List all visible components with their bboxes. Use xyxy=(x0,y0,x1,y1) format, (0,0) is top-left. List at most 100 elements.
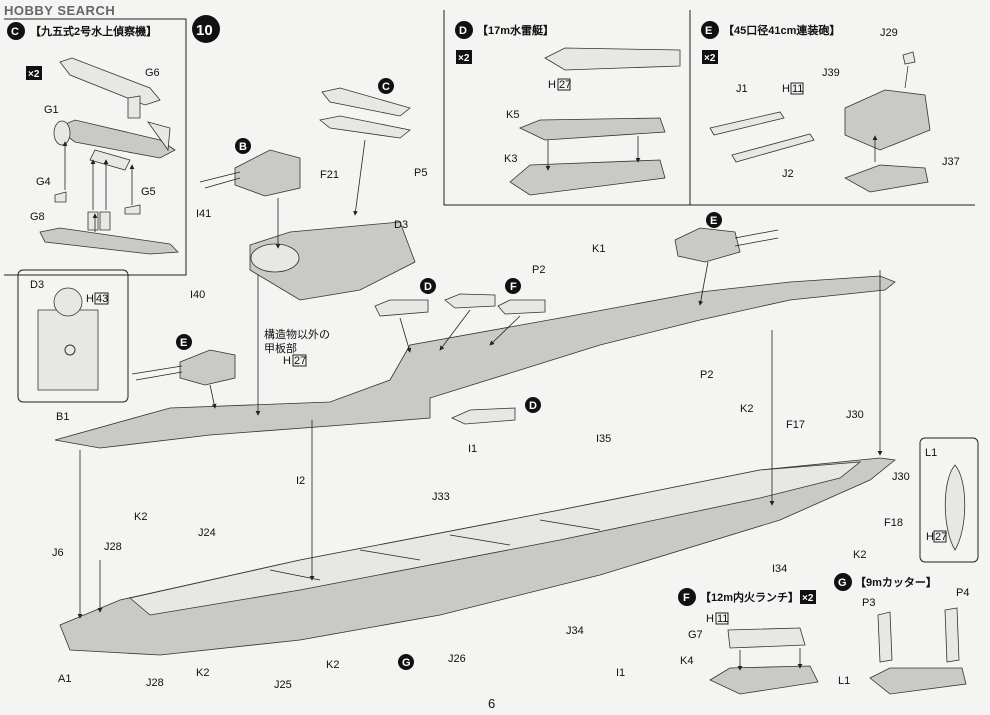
l1-boat-part xyxy=(944,464,966,551)
label-H: H xyxy=(548,79,556,91)
part-label: B xyxy=(239,141,247,153)
part-label: A1 xyxy=(58,673,71,685)
part-label: H xyxy=(86,293,94,305)
inset-l1: L1 H 27 xyxy=(919,437,979,563)
label-K4: K4 xyxy=(680,655,693,667)
inset-d-qty: ×2 xyxy=(458,53,470,64)
part-label: D3 xyxy=(394,219,408,231)
label-J29: J29 xyxy=(880,27,898,39)
biplane-C-part xyxy=(321,87,411,117)
part-label: F21 xyxy=(320,169,339,181)
part-label: E xyxy=(710,215,717,227)
inset-e-letter: E xyxy=(705,25,712,37)
fuselage-part xyxy=(55,119,176,159)
upper-wing-part xyxy=(59,57,161,106)
inset-f-title: 【12m内火ランチ】 xyxy=(700,590,799,604)
label-J37: J37 xyxy=(942,156,960,168)
inset-d3-title: D3 xyxy=(30,279,44,291)
part-label: J30 xyxy=(846,409,864,421)
part-label: K2 xyxy=(740,403,753,415)
label-G8: G8 xyxy=(30,211,45,223)
barrel-J1-part xyxy=(709,111,785,136)
p3-part xyxy=(877,611,893,663)
part-label: P5 xyxy=(414,167,427,179)
label-J39: J39 xyxy=(822,67,840,79)
part-label: K2 xyxy=(134,511,147,523)
part-label: J6 xyxy=(52,547,64,559)
inset-e-title: 【45口径41cm連装砲】 xyxy=(723,23,840,37)
part-label: P2 xyxy=(532,264,545,276)
hull-assembly xyxy=(59,330,896,656)
inset-e-turret: E 【45口径41cm連装砲】 ×2 J29 J39 J1 H 11 J2 J3… xyxy=(689,10,975,206)
label-J2: J2 xyxy=(782,168,794,180)
part-label: 27 xyxy=(294,355,306,367)
part-label: F xyxy=(510,281,517,293)
cutter-hull-part xyxy=(869,667,967,695)
part-label: H xyxy=(283,355,291,367)
inset-c-qty: ×2 xyxy=(28,69,40,80)
page-number: 6 xyxy=(488,696,496,711)
part-label: J26 xyxy=(448,653,466,665)
label-G7: G7 xyxy=(688,629,703,641)
label-J1: J1 xyxy=(736,83,748,95)
boat-D2-part xyxy=(451,407,516,425)
part-label: 11 xyxy=(717,613,728,625)
label-G1: G1 xyxy=(44,104,59,116)
boat-F1-part xyxy=(497,299,546,315)
deck-part xyxy=(544,47,681,71)
part-label: I1 xyxy=(616,667,625,679)
hull-top-part xyxy=(519,117,666,141)
upper-deck-part xyxy=(54,275,896,449)
part-label: J28 xyxy=(146,677,164,689)
turret-E-left-part xyxy=(179,349,236,386)
part-label: K2 xyxy=(196,667,209,679)
part-label: 27 xyxy=(559,79,571,91)
part-label: J30 xyxy=(892,471,910,483)
main-part-labels: B C E E D D F G F21 P5 I41 D3 I40 K1 P2 … xyxy=(52,78,910,691)
part-label: I2 xyxy=(296,475,305,487)
p4-part xyxy=(944,607,960,663)
step-number-badge xyxy=(192,15,220,43)
label-P3: P3 xyxy=(862,597,875,609)
part-label: J24 xyxy=(198,527,216,539)
inset-f-launch: F 【12m内火ランチ】 ×2 H 11 G7 K4 xyxy=(678,588,819,695)
inset-c-letter: C xyxy=(11,26,19,38)
part-label: 27 xyxy=(935,531,947,543)
float-part xyxy=(39,227,179,255)
part-label: J25 xyxy=(274,679,292,691)
boat-D1-part xyxy=(374,299,429,317)
part-label: H xyxy=(926,531,934,543)
part-label: K2 xyxy=(326,659,339,671)
part-label: I40 xyxy=(190,289,205,301)
boat-part xyxy=(444,293,496,309)
part-label: C xyxy=(382,81,390,93)
part-label: I35 xyxy=(596,433,611,445)
inset-f-letter: F xyxy=(683,592,690,604)
base-J37-part xyxy=(844,164,929,193)
turret-part xyxy=(844,89,931,151)
part-label: D xyxy=(424,281,432,293)
inset-d3: D3 H 43 xyxy=(17,269,129,403)
d3-part xyxy=(37,309,99,391)
inset-e-qty: ×2 xyxy=(704,53,716,64)
inset-g-letter: G xyxy=(838,577,847,589)
part-label: F18 xyxy=(884,517,903,529)
g7-part xyxy=(727,627,806,649)
part-label: K1 xyxy=(592,243,605,255)
label-G4: G4 xyxy=(36,176,51,188)
label-G6: G6 xyxy=(145,67,160,79)
inset-c-seaplane: C 【九五式2号水上偵察機】 ×2 G6 G1 G4 G5 G8 xyxy=(4,18,187,276)
part-label: K2 xyxy=(853,549,866,561)
part-label: G xyxy=(402,657,411,669)
hull-bottom-part xyxy=(509,159,666,196)
part-label: D xyxy=(529,400,537,412)
part-label: 43 xyxy=(96,293,108,305)
part-label: F17 xyxy=(786,419,805,431)
turret-B-part xyxy=(234,149,301,197)
step-number: 10 xyxy=(196,22,213,39)
inset-l1-title: L1 xyxy=(925,447,937,459)
part-label: I1 xyxy=(468,443,477,455)
inset-c-title: 【九五式2号水上偵察機】 xyxy=(30,24,157,38)
inset-d-letter: D xyxy=(459,25,467,37)
